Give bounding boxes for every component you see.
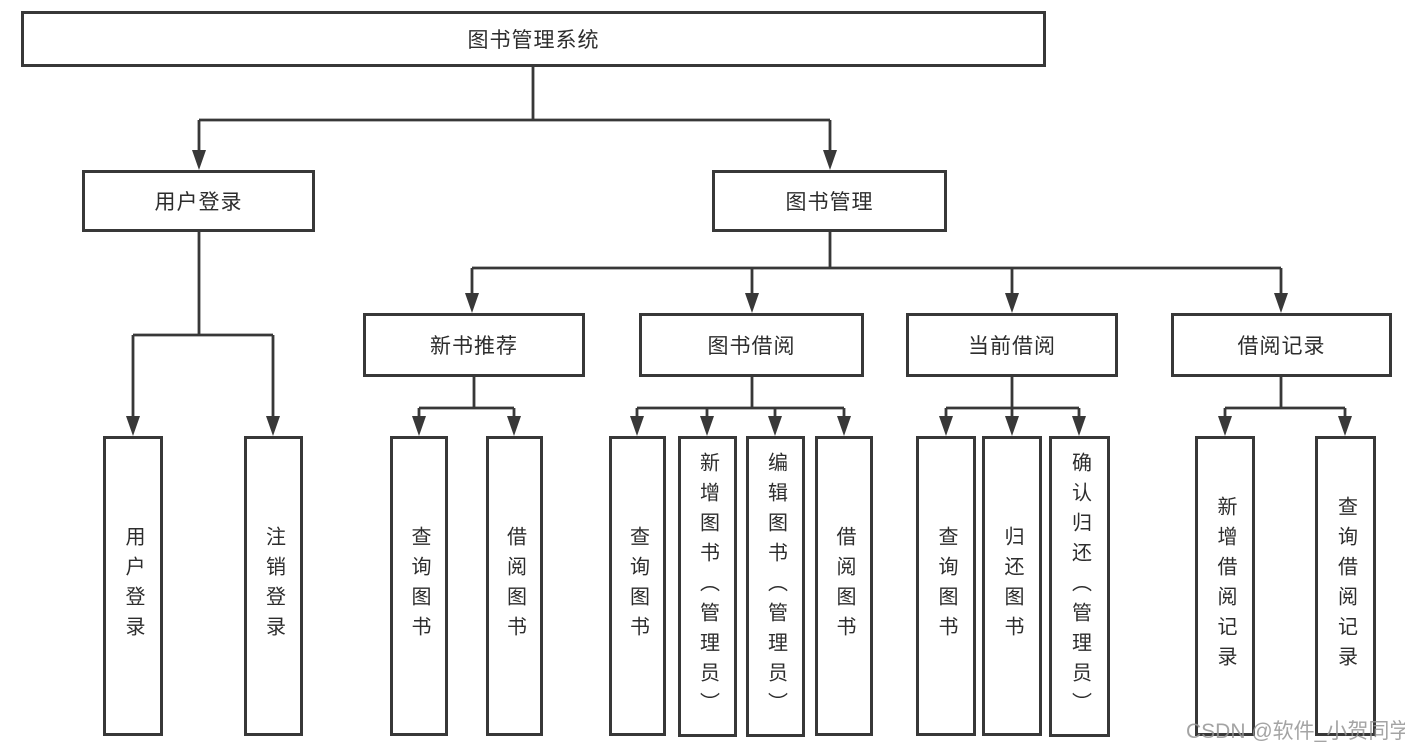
arrowhead [1338, 416, 1352, 436]
leaf-query-books-recommend: 查询图书 [390, 436, 448, 736]
leaf-logout: 注销登录 [244, 436, 303, 736]
node-book-borrowing: 图书借阅 [639, 313, 864, 377]
arrowhead [412, 416, 426, 436]
arrowhead [745, 293, 759, 313]
leaf-borrow-books-borrowing: 借阅图书 [815, 436, 873, 736]
leaf-return-book: 归还图书 [982, 436, 1042, 736]
node-label: 借阅记录 [1237, 335, 1326, 358]
node-label: 查询图书 [626, 526, 649, 646]
arrowhead [1218, 416, 1232, 436]
node-label: 编辑图书（管理员） [764, 451, 787, 722]
arrowhead [700, 416, 714, 436]
leaf-user-login: 用户登录 [103, 436, 163, 736]
leaf-edit-book-admin: 编辑图书（管理员） [746, 436, 805, 737]
node-label: 新增借阅记录 [1214, 496, 1236, 676]
arrowhead [1274, 293, 1288, 313]
node-label: 确认归还（管理员） [1068, 451, 1091, 722]
node-current-borrowing: 当前借阅 [906, 313, 1118, 377]
arrowhead [192, 150, 206, 170]
leaf-add-book-admin: 新增图书（管理员） [678, 436, 737, 737]
leaf-add-borrow-record: 新增借阅记录 [1195, 436, 1255, 736]
node-book-management: 图书管理 [712, 170, 947, 232]
connector-path [131, 67, 1347, 418]
arrowhead [823, 150, 837, 170]
arrowhead [465, 293, 479, 313]
arrowheads [126, 150, 1352, 436]
node-label: 用户登录 [154, 191, 243, 214]
node-user-login: 用户登录 [82, 170, 315, 232]
node-library-management-system: 图书管理系统 [21, 11, 1046, 67]
arrowhead [837, 416, 851, 436]
watermark: CSDN @软件_小贺同学 [1186, 720, 1405, 743]
node-label: 新书推荐 [430, 335, 518, 358]
node-label: 注销登录 [262, 526, 285, 646]
leaf-borrow-books-recommend: 借阅图书 [486, 436, 543, 736]
arrowhead [1005, 293, 1019, 313]
arrowhead [126, 416, 140, 436]
node-label: 查询借阅记录 [1334, 496, 1357, 676]
arrowhead [630, 416, 644, 436]
node-label: 借阅图书 [503, 526, 526, 646]
arrowhead [266, 416, 280, 436]
node-label: 查询图书 [935, 526, 957, 646]
node-label: 归还图书 [1001, 526, 1023, 646]
node-new-book-recommendation: 新书推荐 [363, 313, 585, 377]
arrowhead [507, 416, 521, 436]
arrowhead [768, 416, 782, 436]
leaf-query-borrow-record: 查询借阅记录 [1315, 436, 1376, 736]
arrowhead [939, 416, 953, 436]
node-label: 当前借阅 [968, 335, 1056, 358]
arrowhead [1005, 416, 1019, 436]
node-label: 图书管理系统 [467, 29, 600, 52]
node-label: 新增图书（管理员） [696, 451, 719, 722]
leaf-query-books-borrowing: 查询图书 [609, 436, 666, 736]
node-borrowing-records: 借阅记录 [1171, 313, 1392, 377]
leaf-confirm-return-admin: 确认归还（管理员） [1049, 436, 1110, 737]
node-label: 借阅图书 [833, 526, 855, 646]
leaf-query-books-current: 查询图书 [916, 436, 976, 736]
node-label: 用户登录 [122, 526, 144, 646]
node-label: 图书借阅 [707, 335, 796, 358]
arrowhead [1072, 416, 1086, 436]
node-label: 查询图书 [408, 526, 430, 646]
node-label: 图书管理 [785, 191, 874, 214]
